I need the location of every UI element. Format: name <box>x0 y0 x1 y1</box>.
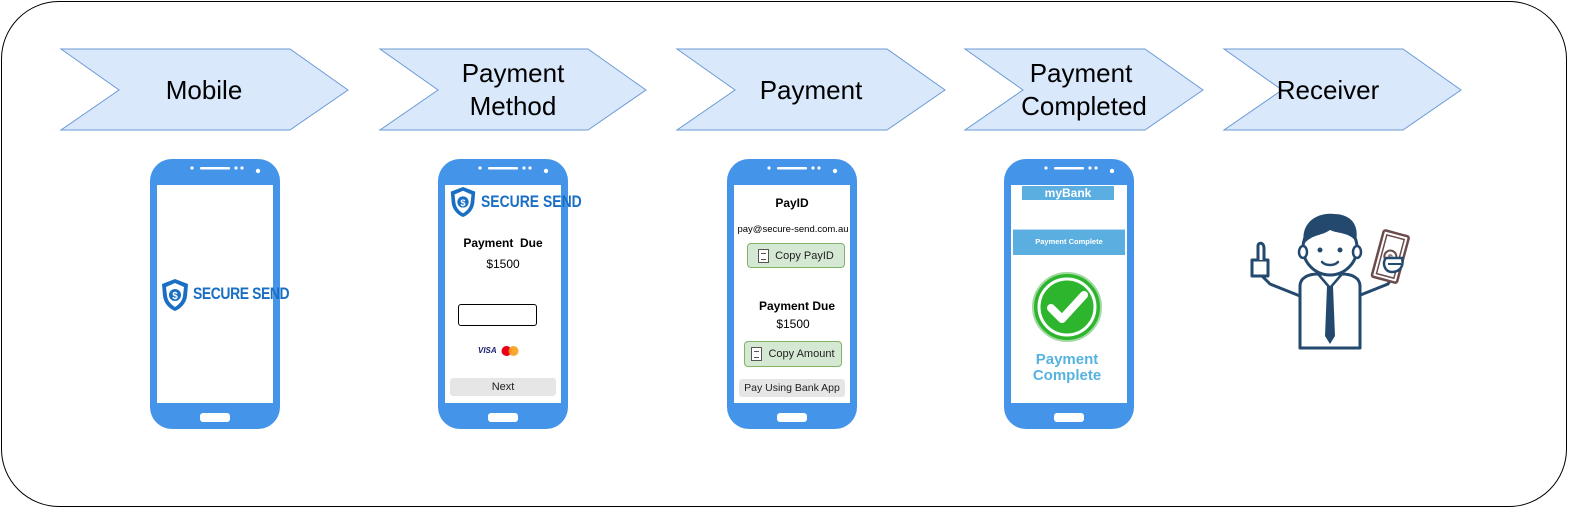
copy-document-icon <box>758 248 770 263</box>
payment-due-label: Payment Due <box>758 299 836 313</box>
step-arrow-payment-method: Payment Method <box>378 48 647 131</box>
brand-wordmark: SECURE SEND <box>193 284 290 303</box>
copy-payid-label: Copy PayID <box>775 249 834 262</box>
step-label: Mobile <box>166 75 243 105</box>
copy-amount-button[interactable]: Copy Amount <box>744 341 842 367</box>
process-arrows: Mobile Payment Method Payment Payment Co… <box>59 48 1462 131</box>
receiver-person-icon: $ <box>1250 213 1410 350</box>
card-number-input[interactable] <box>458 304 537 326</box>
brand-wordmark: SECURE SEND <box>481 192 582 211</box>
svg-text:$: $ <box>460 197 466 208</box>
payid-title: PayID <box>775 196 809 210</box>
shield-logo-icon: $ <box>162 279 188 311</box>
checkmark-icon <box>1032 272 1102 342</box>
payid-email: pay@secure-send.com.au <box>737 224 849 235</box>
payment-complete-line1: Payment <box>1035 351 1099 368</box>
step-label: Receiver <box>1277 75 1380 105</box>
step-arrow-mobile: Mobile <box>59 48 349 131</box>
step-arrow-payment: Payment <box>675 48 946 131</box>
payment-due-amount: $1500 <box>776 317 810 331</box>
shield-logo-icon: $ <box>450 186 476 218</box>
step-label: Payment <box>462 58 565 88</box>
phone-payment-method <box>438 159 568 429</box>
step-arrow-payment-completed: Payment Completed <box>963 48 1204 131</box>
step-label: Method <box>470 91 557 121</box>
copy-payid-button[interactable]: Copy PayID <box>747 243 845 268</box>
pay-using-bank-app-button[interactable]: Pay Using Bank App <box>739 379 845 397</box>
step-label: Completed <box>1021 91 1147 121</box>
next-button[interactable]: Next <box>450 378 556 396</box>
mastercard-icon <box>501 346 519 356</box>
payment-complete-line2: Complete <box>1032 367 1102 384</box>
svg-text:$: $ <box>172 291 178 302</box>
payment-due-amount: $1500 <box>486 257 520 271</box>
visa-card-icon: VISA <box>478 346 497 355</box>
payment-complete-banner: Payment Complete <box>1013 229 1125 255</box>
step-label: Payment <box>760 75 863 105</box>
payment-due-label: Payment Due <box>463 236 543 250</box>
step-arrow-receiver: Receiver <box>1222 48 1462 131</box>
copy-document-icon <box>751 347 763 361</box>
bank-name-header: myBank <box>1022 186 1114 200</box>
copy-amount-label: Copy Amount <box>768 348 835 360</box>
step-label: Payment <box>1030 58 1133 88</box>
